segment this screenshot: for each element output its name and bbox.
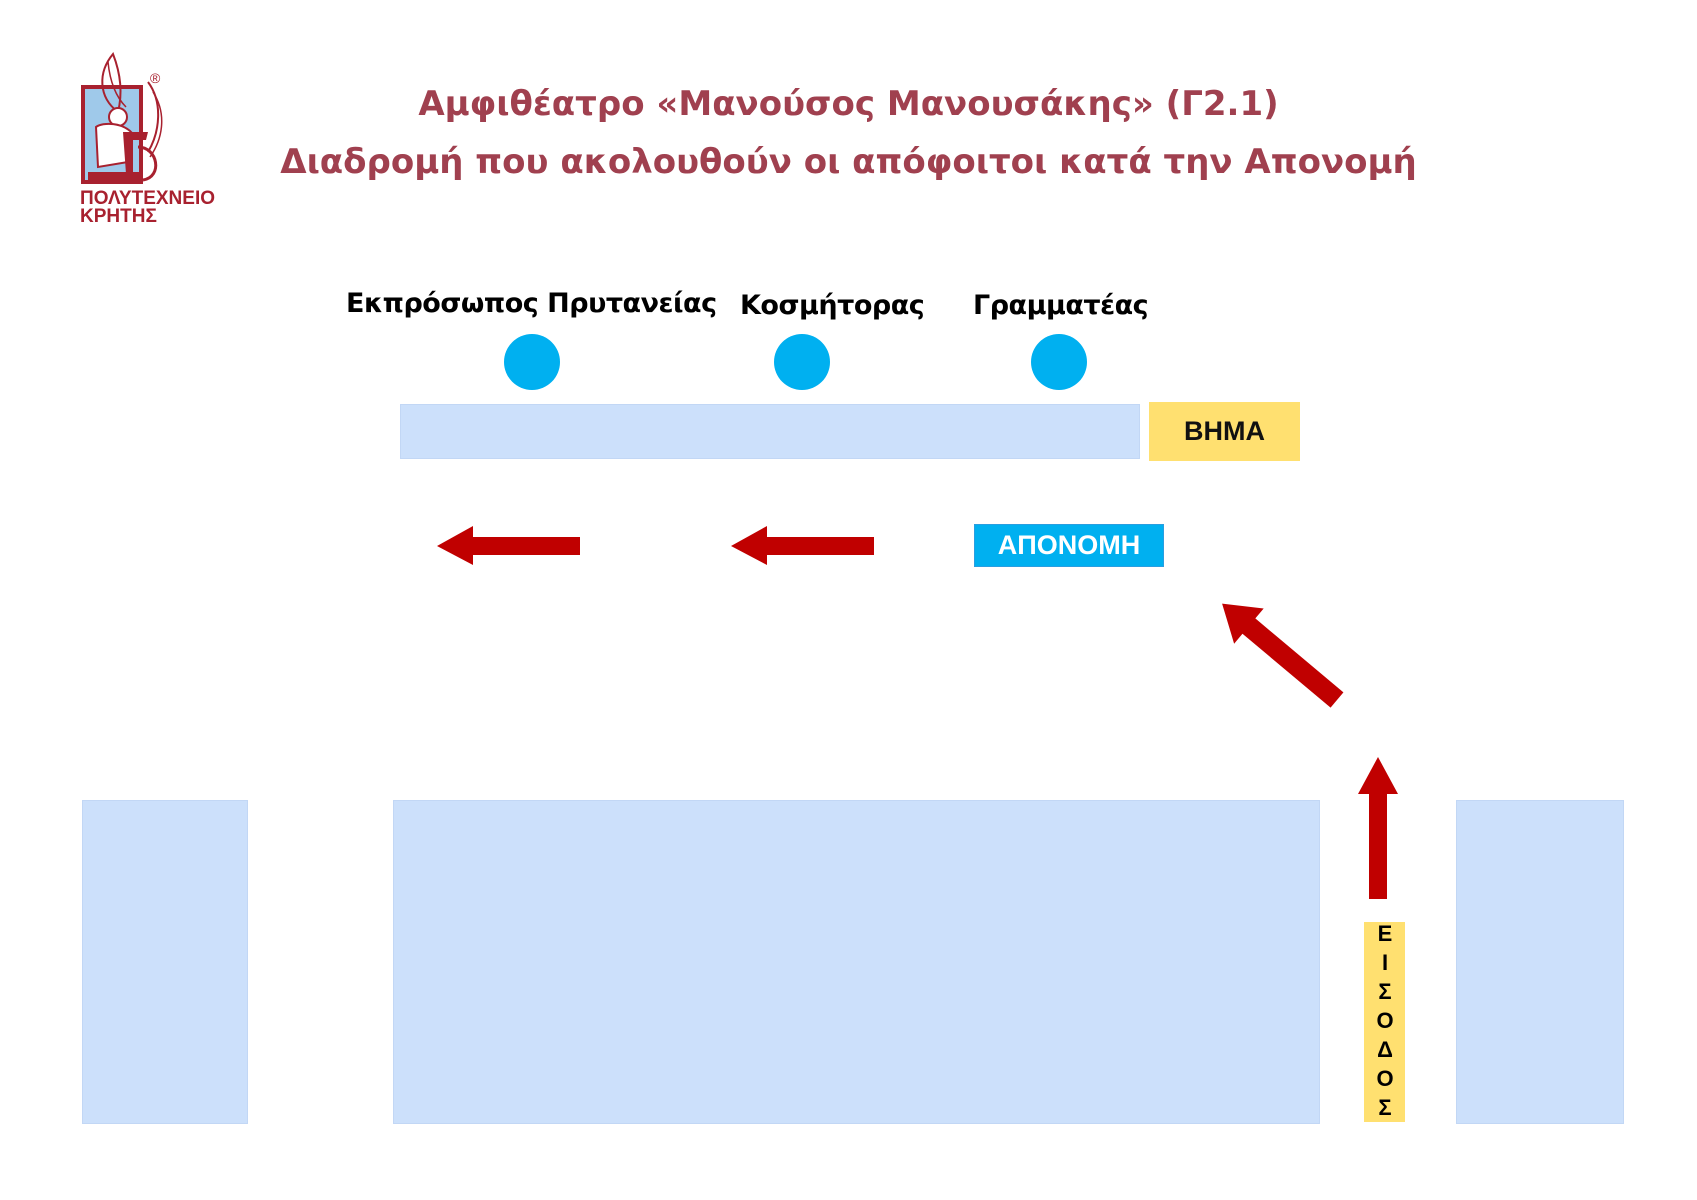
official-marker-dean xyxy=(774,334,830,390)
award-point-label: ΑΠΟΝΟΜΗ xyxy=(974,524,1164,567)
official-label-secretary: Γραμματέας xyxy=(973,290,1149,321)
seating-block-right xyxy=(1456,800,1624,1124)
page-title: Αμφιθέατρο «Μανούσος Μανουσάκης» (Γ2.1) xyxy=(418,84,1279,124)
page-subtitle: Διαδρομή που ακολουθούν οι απόφοιτοι κατ… xyxy=(280,142,1417,182)
arrow-left-icon xyxy=(731,526,874,565)
award-point-text: ΑΠΟΝΟΜΗ xyxy=(997,530,1141,560)
arrow-left-icon xyxy=(437,526,580,565)
registered-mark: ® xyxy=(150,70,161,86)
arrow-up-icon xyxy=(1358,757,1398,899)
stage-label: ΒΗΜΑ xyxy=(1149,402,1300,461)
arrow-up-left-icon xyxy=(1222,603,1344,708)
entrance-label-text: ΕΙΣΟΔΟΣ xyxy=(1372,922,1398,1122)
official-marker-rectorate xyxy=(504,334,560,390)
seating-block-center xyxy=(393,800,1320,1124)
official-marker-secretary xyxy=(1031,334,1087,390)
university-logo: ® ΠΟΛΥΤΕΧΝΕΙΟ ΚΡΗΤΗΣ xyxy=(78,52,258,232)
logo-emblem-icon xyxy=(81,52,163,184)
entrance-label: ΕΙΣΟΔΟΣ xyxy=(1364,922,1405,1122)
seating-block-left xyxy=(82,800,248,1124)
stage-platform xyxy=(400,404,1140,459)
official-label-rectorate: Εκπρόσωπος Πρυτανείας xyxy=(346,288,717,319)
logo-text-line2: ΚΡΗΤΗΣ xyxy=(80,206,157,227)
official-label-dean: Κοσμήτορας xyxy=(740,290,925,321)
stage-label-text: ΒΗΜΑ xyxy=(1184,416,1265,446)
logo-text-line1: ΠΟΛΥΤΕΧΝΕΙΟ xyxy=(80,188,216,209)
